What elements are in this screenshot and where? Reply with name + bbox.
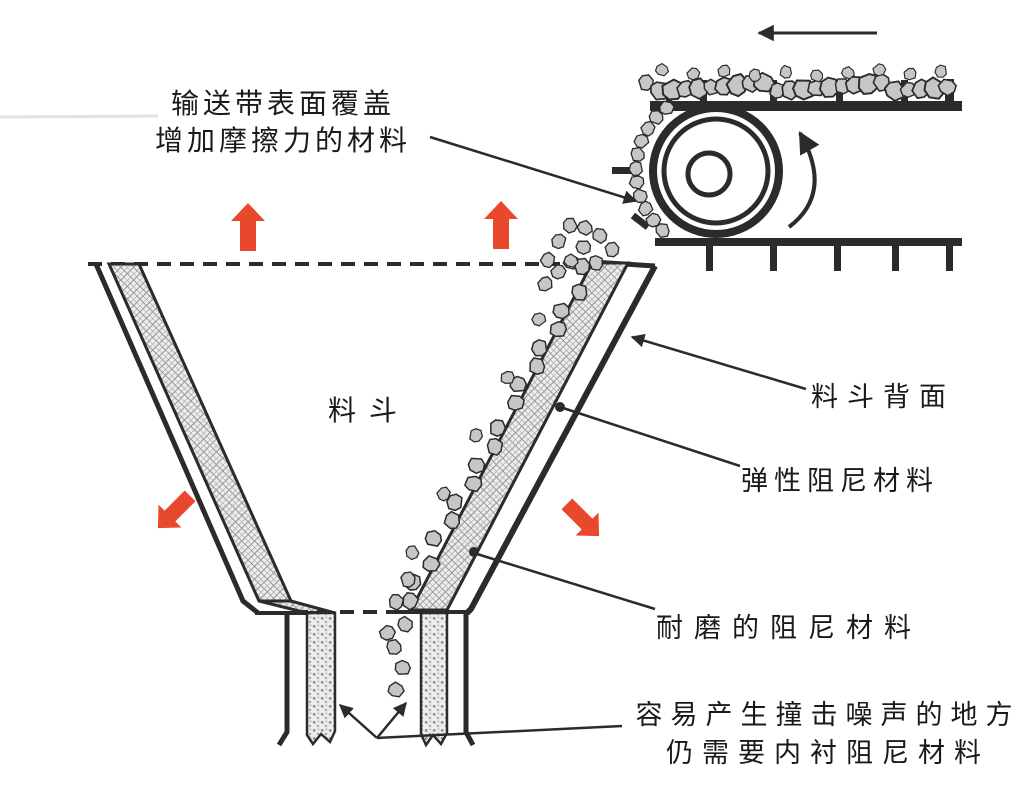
leader-elastic-damping (555, 402, 741, 468)
leader-hopper-back (630, 333, 807, 391)
drive-pulley (649, 104, 783, 238)
hopper-left-wall (93, 262, 336, 615)
vibration-arrow-up-right (484, 201, 518, 249)
leader-impact-noise (338, 701, 623, 740)
label-impact-noise-line2: 仍需要内衬阻尼材料 (666, 738, 990, 768)
label-wear-damping: 耐磨的阻尼材料 (656, 613, 922, 643)
leader-belt-cover (429, 135, 638, 204)
discharge-chute (255, 610, 476, 748)
label-hopper-back: 料斗背面 (811, 382, 955, 412)
label-elastic-damping: 弹性阻尼材料 (741, 466, 939, 496)
vibration-arrow-down-right (555, 492, 611, 548)
hopper-right-wall (408, 259, 658, 616)
pulley-rotation-arrow (787, 131, 820, 229)
conveyor-belt-return (655, 238, 962, 271)
leader-wear-damping (469, 547, 656, 611)
label-belt-cover: 输送带表面覆盖 增加摩擦力的材料 (155, 86, 411, 160)
scan-artifact-line (0, 114, 159, 119)
label-belt-cover-line1: 输送带表面覆盖 (170, 89, 396, 120)
label-belt-cover-line2: 增加摩擦力的材料 (154, 126, 412, 157)
label-impact-noise-line1: 容易产生撞击噪声的地方 (635, 700, 1021, 730)
label-hopper: 料斗 (328, 396, 411, 427)
label-impact-noise: 容易产生撞击噪声的地方 仍需要内衬阻尼材料 (636, 696, 1021, 772)
vibration-arrow-up-left (231, 203, 265, 251)
